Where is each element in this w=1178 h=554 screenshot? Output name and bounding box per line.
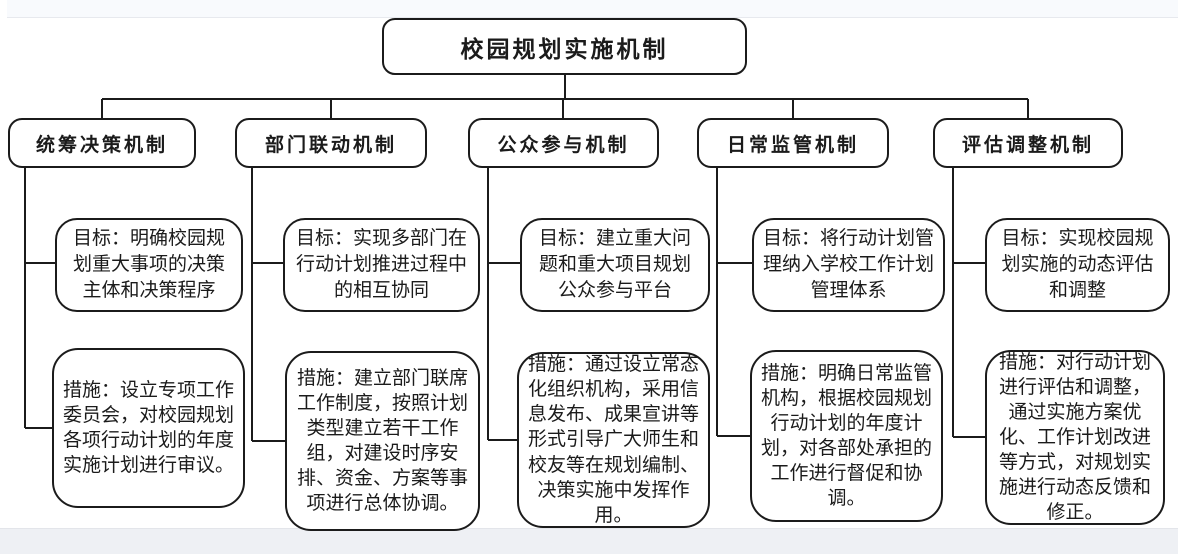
measure-node-overall-decision: 措施：设立专项工作委员会，对校园规划各项行动计划的年度实施计划进行审议。: [52, 348, 245, 508]
window-bottom-bar: [0, 528, 1178, 554]
goal-node-public-participation: 目标：建立重大问题和重大项目规划公众参与平台: [520, 218, 710, 312]
mechanism-node-evaluation-adjustment: 评估调整机制: [933, 118, 1123, 168]
measure-node-evaluation-adjustment: 措施：对行动计划进行评估和调整，通过实施方案优化、工作计划改进等方式，对规划实施…: [985, 350, 1165, 525]
mechanism-node-daily-supervision: 日常监管机制: [697, 118, 889, 168]
goal-node-department-linkage: 目标：实现多部门在行动计划推进过程中的相互协同: [283, 218, 480, 312]
goal-node-overall-decision: 目标：明确校园规划重大事项的决策主体和决策程序: [55, 218, 243, 312]
measure-node-department-linkage: 措施：建立部门联席工作制度，按照计划类型建立若干工作组，对建设时序安排、资金、方…: [285, 351, 480, 531]
mechanism-node-overall-decision: 统筹决策机制: [8, 118, 196, 168]
goal-node-daily-supervision: 目标：将行动计划管理纳入学校工作计划管理体系: [752, 218, 945, 312]
window-top-bar: [7, 0, 1178, 18]
measure-node-public-participation: 措施：通过设立常态化组织机构，采用信息发布、成果宣讲等形式引导广大师生和校友等在…: [517, 352, 710, 528]
root-node-title: 校园规划实施机制: [382, 18, 747, 75]
mechanism-node-department-linkage: 部门联动机制: [235, 118, 427, 168]
mechanism-node-public-participation: 公众参与机制: [468, 118, 659, 168]
measure-node-daily-supervision: 措施：明确日常监管机构，根据校园规划行动计划的年度计划，对各部处承担的工作进行督…: [750, 350, 943, 522]
goal-node-evaluation-adjustment: 目标：实现校园规划实施的动态评估和调整: [985, 218, 1170, 312]
